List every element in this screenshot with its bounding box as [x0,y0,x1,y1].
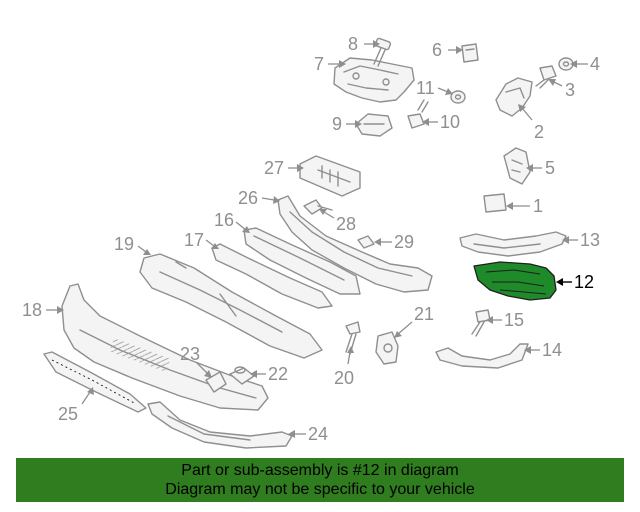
callout-25: 25 [58,387,94,424]
callout-26: 26 [238,188,280,208]
svg-text:13: 13 [580,230,600,250]
svg-text:14: 14 [542,340,562,360]
svg-text:24: 24 [308,424,328,444]
svg-text:3: 3 [565,80,575,100]
part-26-reinforcement[interactable] [277,195,433,293]
part-16-grille[interactable] [243,227,361,295]
part-5-clip[interactable] [503,147,531,185]
part-1-plate[interactable] [483,193,507,213]
svg-text:19: 19 [114,234,134,254]
callout-29: 29 [374,232,414,252]
callout-7: 7 [314,54,346,74]
callout-20: 20 [334,346,354,388]
callout-13: 13 [562,230,600,250]
callout-17: 17 [184,230,219,250]
svg-text:26: 26 [238,188,258,208]
svg-text:20: 20 [334,368,354,388]
callout-4: 4 [570,54,600,74]
svg-text:9: 9 [332,114,342,134]
part-13-bracket[interactable] [459,231,567,257]
svg-text:12: 12 [574,272,594,292]
callout-10: 10 [422,112,460,132]
part-21-sensor[interactable] [375,331,399,365]
svg-text:18: 18 [22,300,42,320]
part-14-bracket[interactable] [435,343,529,369]
svg-text:8: 8 [348,34,358,54]
callout-18: 18 [22,300,64,320]
part-27-emblem[interactable] [299,155,361,197]
callout-19: 19 [114,234,151,255]
svg-text:2: 2 [534,122,544,142]
callout-14: 14 [524,340,562,360]
svg-text:23: 23 [180,344,200,364]
part-25-strip[interactable] [43,351,147,413]
info-banner: Part or sub-assembly is #12 in diagram D… [16,458,624,502]
callout-9: 9 [332,114,362,134]
callout-11: 11 [416,78,453,98]
callout-21: 21 [394,304,434,338]
part-23-clip[interactable] [205,371,227,393]
part-8-bolt[interactable] [373,37,392,67]
part-15-bolt[interactable] [471,309,491,337]
banner-line-disclaimer: Diagram may not be specific to your vehi… [165,481,475,498]
part-12-highlighted[interactable] [473,261,557,301]
parts-diagram: 1 2 3 4 5 6 7 8 9 10 11 12 [22,34,600,449]
svg-text:15: 15 [504,310,524,330]
callout-27: 27 [264,158,304,178]
callout-23: 23 [180,344,212,378]
svg-text:6: 6 [432,40,442,60]
part-11-washer[interactable] [450,90,466,104]
part-20-bolt[interactable] [345,321,361,355]
part-3-bolt[interactable] [535,65,557,89]
callout-28: 28 [319,209,356,234]
part-28-bolt[interactable] [303,199,333,215]
svg-text:1: 1 [533,196,543,216]
callout-1: 1 [506,196,543,216]
callout-2: 2 [518,104,544,142]
svg-text:28: 28 [336,214,356,234]
svg-text:7: 7 [314,54,324,74]
callout-3: 3 [548,79,575,100]
banner-line-part: Part or sub-assembly is #12 in diagram [181,462,459,479]
svg-text:5: 5 [545,158,555,178]
part-29-bolt[interactable] [357,235,375,249]
svg-text:21: 21 [414,304,434,324]
part-24-lower-trim[interactable] [147,401,293,449]
part-7-bracket[interactable] [333,57,415,103]
svg-text:16: 16 [214,210,234,230]
part-10-bolt[interactable] [407,99,429,129]
callout-6: 6 [432,40,463,60]
svg-text:27: 27 [264,158,284,178]
svg-text:10: 10 [440,112,460,132]
svg-text:25: 25 [58,404,78,424]
svg-text:29: 29 [394,232,414,252]
part-19-shield[interactable] [139,253,323,359]
callout-8: 8 [348,34,380,54]
svg-text:17: 17 [184,230,204,250]
part-9-clip[interactable] [355,113,393,137]
svg-text:22: 22 [268,364,288,384]
part-2-bracket[interactable] [495,77,533,117]
part-6-clip[interactable] [461,43,479,63]
callout-16: 16 [214,210,250,233]
svg-text:11: 11 [416,78,435,98]
callout-22: 22 [250,364,288,384]
callout-24: 24 [288,424,328,444]
callout-5: 5 [526,158,555,178]
callout-12: 12 [556,272,594,292]
callout-15: 15 [486,310,524,330]
svg-text:4: 4 [590,54,600,74]
part-17-bar[interactable] [211,243,333,309]
